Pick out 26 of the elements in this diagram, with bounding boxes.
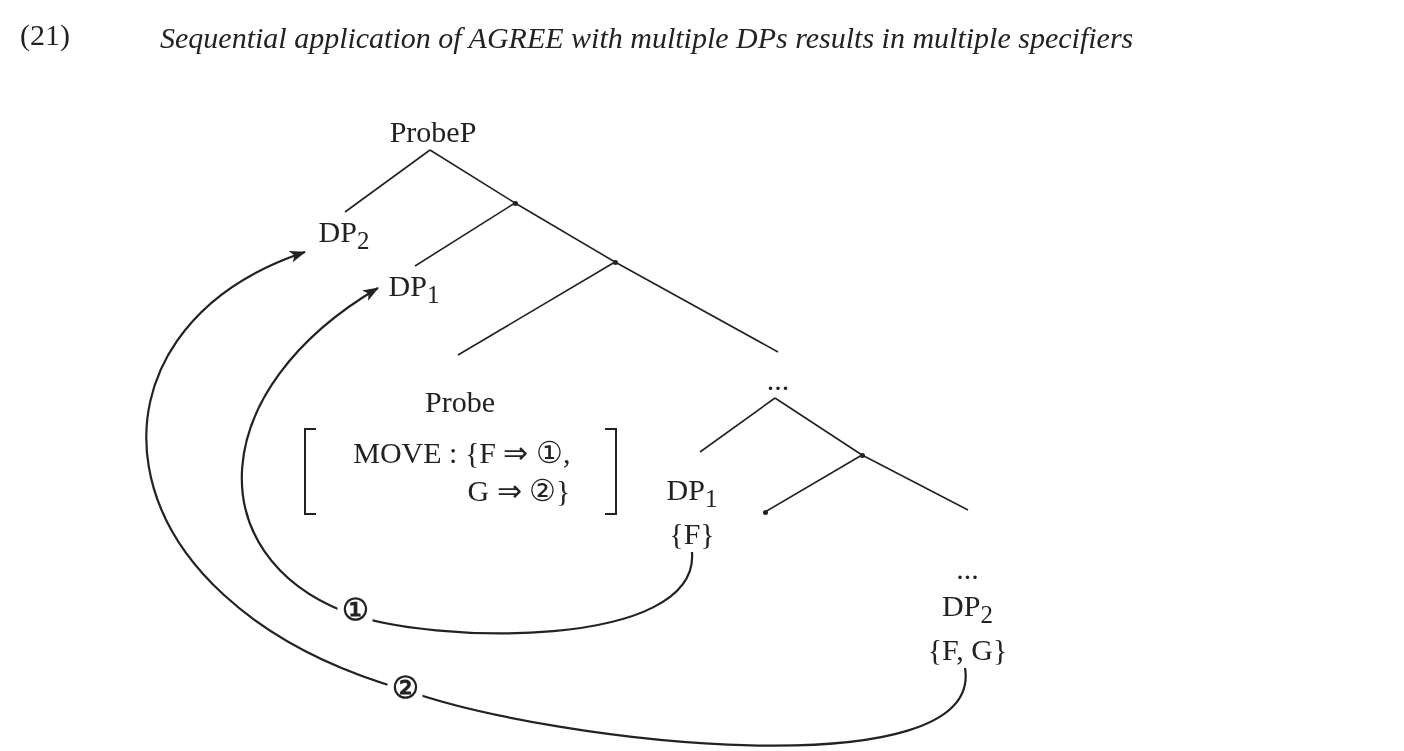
node-label: DP$_{1}$	[666, 472, 718, 515]
node-label: DP$_{2}$	[942, 588, 993, 631]
branch-node	[612, 259, 618, 265]
node-label: ...	[766, 361, 790, 398]
branch-node	[512, 200, 518, 206]
diagram-title: Sequential application of AGREE with multiple DPs results in multiple specifiers	[160, 20, 1135, 56]
tree-branch	[414, 202, 516, 267]
example-number: (21)	[20, 18, 70, 52]
edge-label: ①	[337, 595, 373, 625]
movement-arrow	[241, 287, 694, 635]
tree-branch	[457, 261, 616, 356]
node-label: ...	[956, 550, 979, 587]
branch-node	[859, 452, 865, 458]
tree-branch	[774, 397, 863, 456]
movement-arrow	[146, 251, 967, 747]
tree-branch	[344, 149, 431, 213]
branch-node	[762, 509, 768, 515]
node-label: ProbeP	[389, 113, 477, 150]
node-label: DP$_{2}$	[318, 213, 370, 256]
tree-branch	[699, 397, 776, 453]
feature-set: {F, G}	[927, 631, 1008, 668]
tree-branch	[429, 149, 516, 204]
node-label: DP$_{1}$	[388, 267, 440, 310]
feature-set: {F}	[669, 515, 715, 552]
feature-matrix: MOVE : {F ⇒ ①, G ⇒ ②}	[303, 428, 617, 515]
node-label: Probe	[425, 383, 495, 420]
